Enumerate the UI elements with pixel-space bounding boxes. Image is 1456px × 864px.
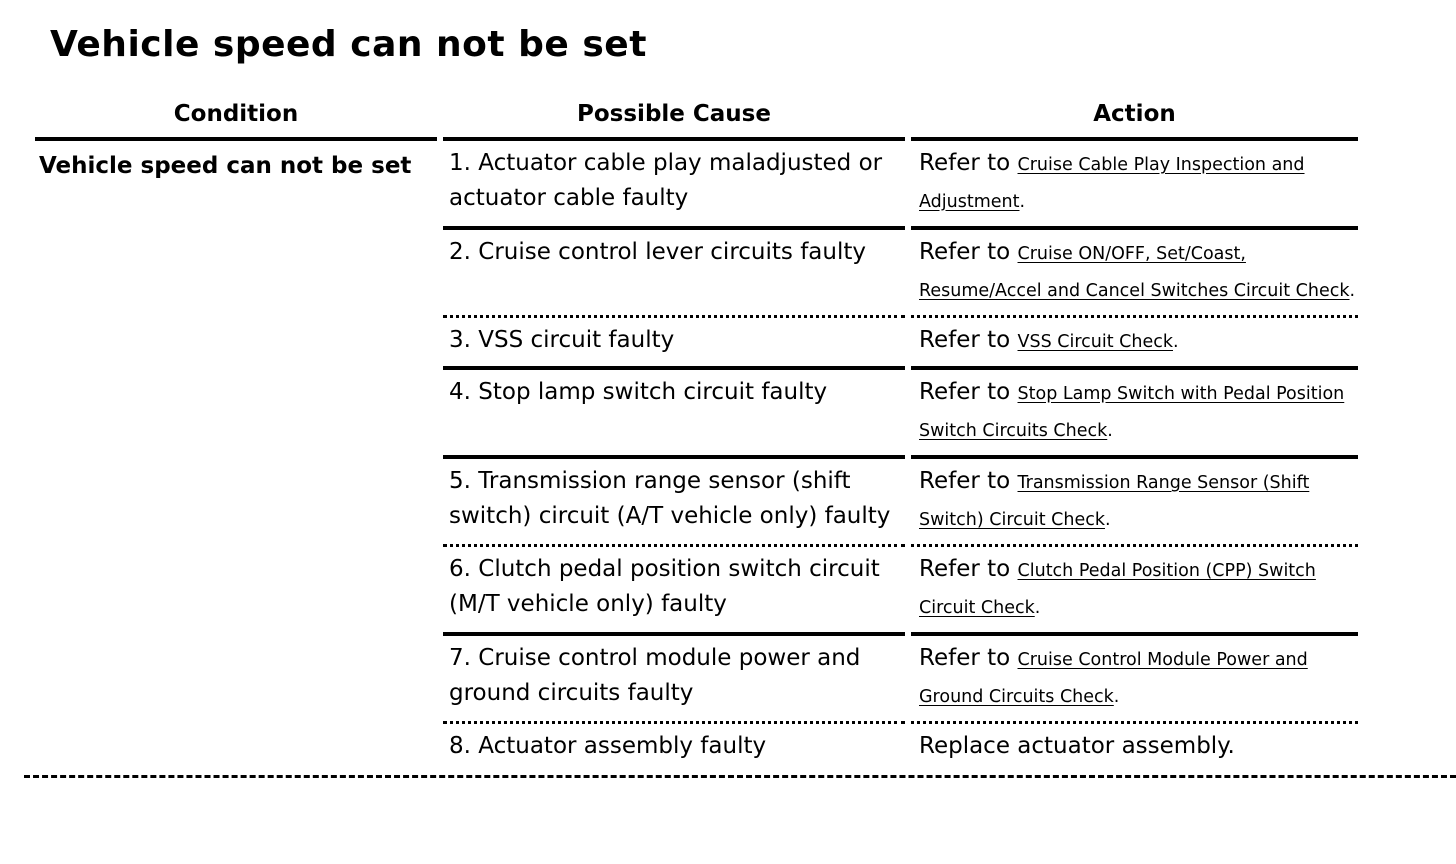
action-link[interactable]: Transmission Range Sensor (Shift Switch)…: [919, 473, 1310, 530]
action-text: Refer to: [919, 379, 1018, 405]
action-link[interactable]: Cruise Control Module Power and Ground C…: [919, 650, 1308, 707]
table-row: 3. VSS circuit faulty Refer to VSS Circu…: [35, 315, 1358, 366]
action-cell: Refer to Stop Lamp Switch with Pedal Pos…: [911, 366, 1358, 455]
table-row: 8. Actuator assembly faulty Replace actu…: [35, 721, 1358, 772]
cause-cell: 3. VSS circuit faulty: [443, 315, 905, 366]
cause-cell: 7. Cruise control module power and groun…: [443, 632, 905, 721]
table-bottom-border: [24, 775, 1456, 778]
cause-cell: 2. Cruise control lever circuits faulty: [443, 226, 905, 315]
cause-cell: 1. Actuator cable play maladjusted or ac…: [449, 150, 883, 211]
page-title: Vehicle speed can not be set: [50, 24, 647, 65]
action-text: Refer to: [919, 556, 1018, 582]
table-row: 6. Clutch pedal position switch circuit …: [35, 544, 1358, 632]
action-cell: Refer to Cruise ON/OFF, Set/Coast, Resum…: [911, 226, 1358, 315]
table-row: 7. Cruise control module power and groun…: [35, 632, 1358, 721]
troubleshooting-table: Condition Possible Cause Action Vehicle …: [29, 101, 1364, 772]
cause-cell: 8. Actuator assembly faulty: [443, 721, 905, 772]
action-text: Refer to: [919, 150, 1018, 176]
table-row: 4. Stop lamp switch circuit faulty Refer…: [35, 366, 1358, 455]
action-link[interactable]: Stop Lamp Switch with Pedal Position Swi…: [919, 384, 1345, 441]
table-row: Vehicle speed can not be set 1. Actuator…: [35, 141, 1358, 226]
column-header-condition: Condition: [35, 101, 437, 141]
action-text: Refer to: [919, 468, 1018, 494]
action-suffix: .: [1113, 687, 1120, 707]
action-cell: Refer to VSS Circuit Check.: [911, 315, 1358, 366]
action-cell: Refer to Cruise Cable Play Inspection an…: [911, 141, 1358, 226]
action-suffix: .: [1034, 598, 1041, 618]
action-suffix: .: [1019, 192, 1026, 212]
action-cell: Replace actuator assembly.: [911, 721, 1358, 772]
page: Vehicle speed can not be set Condition P…: [0, 24, 1456, 864]
action-link[interactable]: Clutch Pedal Position (CPP) Switch Circu…: [919, 561, 1316, 618]
action-cell: Refer to Cruise Control Module Power and…: [911, 632, 1358, 721]
table-row: 2. Cruise control lever circuits faulty …: [35, 226, 1358, 315]
action-link[interactable]: Cruise Cable Play Inspection and Adjustm…: [919, 155, 1305, 212]
cause-cell: 4. Stop lamp switch circuit faulty: [443, 366, 905, 455]
column-header-possible-cause: Possible Cause: [443, 101, 905, 141]
column-header-action: Action: [911, 101, 1358, 141]
action-cell: Refer to Transmission Range Sensor (Shif…: [911, 455, 1358, 544]
action-text: Refer to: [919, 327, 1018, 353]
action-text: Replace actuator assembly.: [919, 733, 1235, 759]
cause-cell: 6. Clutch pedal position switch circuit …: [443, 544, 905, 632]
action-text: Refer to: [919, 239, 1018, 265]
action-link[interactable]: Cruise ON/OFF, Set/Coast, Resume/Accel a…: [919, 244, 1350, 301]
cause-cell: 5. Transmission range sensor (shift swit…: [443, 455, 905, 544]
action-cell: Refer to Clutch Pedal Position (CPP) Swi…: [911, 544, 1358, 632]
table-row: 5. Transmission range sensor (shift swit…: [35, 455, 1358, 544]
action-suffix: .: [1107, 421, 1113, 441]
action-suffix: .: [1349, 281, 1356, 301]
table-header-row: Condition Possible Cause Action: [35, 101, 1358, 141]
condition-cell: Vehicle speed can not be set: [39, 153, 412, 179]
action-suffix: .: [1173, 332, 1179, 352]
action-link[interactable]: VSS Circuit Check: [1017, 332, 1173, 352]
action-suffix: .: [1104, 510, 1111, 530]
action-text: Refer to: [919, 645, 1018, 671]
